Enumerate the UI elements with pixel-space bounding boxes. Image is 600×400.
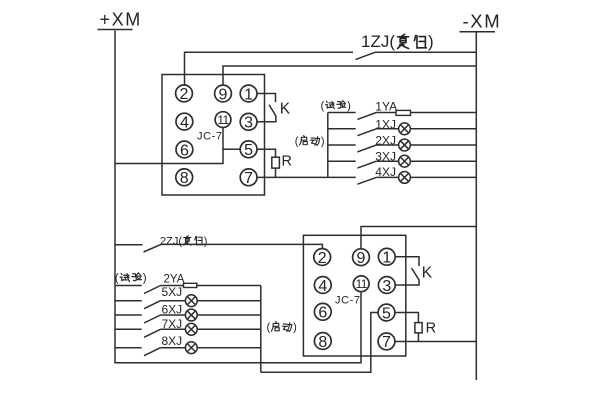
svg-text:6: 6 (318, 305, 327, 322)
svg-text:): ) (347, 100, 351, 112)
svg-text:11: 11 (356, 277, 368, 291)
svg-text:JC-7: JC-7 (197, 130, 223, 142)
svg-text:3XJ: 3XJ (375, 150, 396, 164)
svg-text:R: R (282, 154, 292, 170)
svg-text:4XJ: 4XJ (375, 165, 396, 179)
svg-text:2ZJ(: 2ZJ( (160, 235, 182, 247)
svg-text:1XJ: 1XJ (375, 117, 396, 131)
svg-text:2: 2 (318, 250, 327, 267)
svg-text:5: 5 (382, 305, 391, 322)
svg-text:8: 8 (180, 170, 189, 187)
svg-text:K: K (422, 264, 433, 281)
svg-text:+XM: +XM (100, 10, 142, 30)
svg-text:1YA: 1YA (375, 100, 397, 114)
svg-text:JC-7: JC-7 (335, 295, 361, 307)
svg-text:): ) (321, 135, 325, 147)
svg-text:11: 11 (217, 113, 229, 127)
svg-text:9: 9 (357, 250, 366, 267)
svg-text:8: 8 (318, 334, 327, 351)
svg-text:6: 6 (180, 142, 189, 159)
svg-text:5: 5 (244, 142, 253, 159)
svg-text:(: ( (295, 135, 299, 147)
svg-text:3: 3 (382, 278, 391, 295)
svg-text:(: ( (267, 322, 271, 334)
svg-text:1: 1 (382, 250, 391, 267)
svg-text:5XJ: 5XJ (162, 285, 183, 299)
svg-text:7: 7 (382, 334, 391, 351)
svg-text:3: 3 (244, 115, 253, 132)
svg-text:): ) (143, 271, 147, 285)
svg-text:6XJ: 6XJ (162, 303, 183, 317)
svg-text:4: 4 (180, 114, 189, 131)
svg-text:1: 1 (244, 86, 253, 103)
svg-text:7XJ: 7XJ (162, 317, 183, 331)
svg-text:4: 4 (318, 278, 327, 295)
svg-text:R: R (426, 320, 436, 336)
svg-text:(: ( (115, 271, 119, 285)
svg-text:(: ( (321, 100, 325, 112)
svg-text:-XM: -XM (463, 11, 502, 32)
svg-text:2YA: 2YA (164, 274, 185, 286)
svg-text:1ZJ(: 1ZJ( (361, 32, 395, 51)
svg-text:9: 9 (219, 86, 228, 103)
svg-text:8XJ: 8XJ (162, 334, 183, 348)
svg-text:K: K (280, 101, 291, 118)
svg-text:2XJ: 2XJ (375, 133, 396, 147)
svg-text:2: 2 (180, 86, 189, 103)
svg-text:7: 7 (244, 170, 253, 187)
svg-text:): ) (428, 32, 434, 51)
svg-text:): ) (293, 322, 297, 334)
svg-text:): ) (204, 235, 208, 247)
